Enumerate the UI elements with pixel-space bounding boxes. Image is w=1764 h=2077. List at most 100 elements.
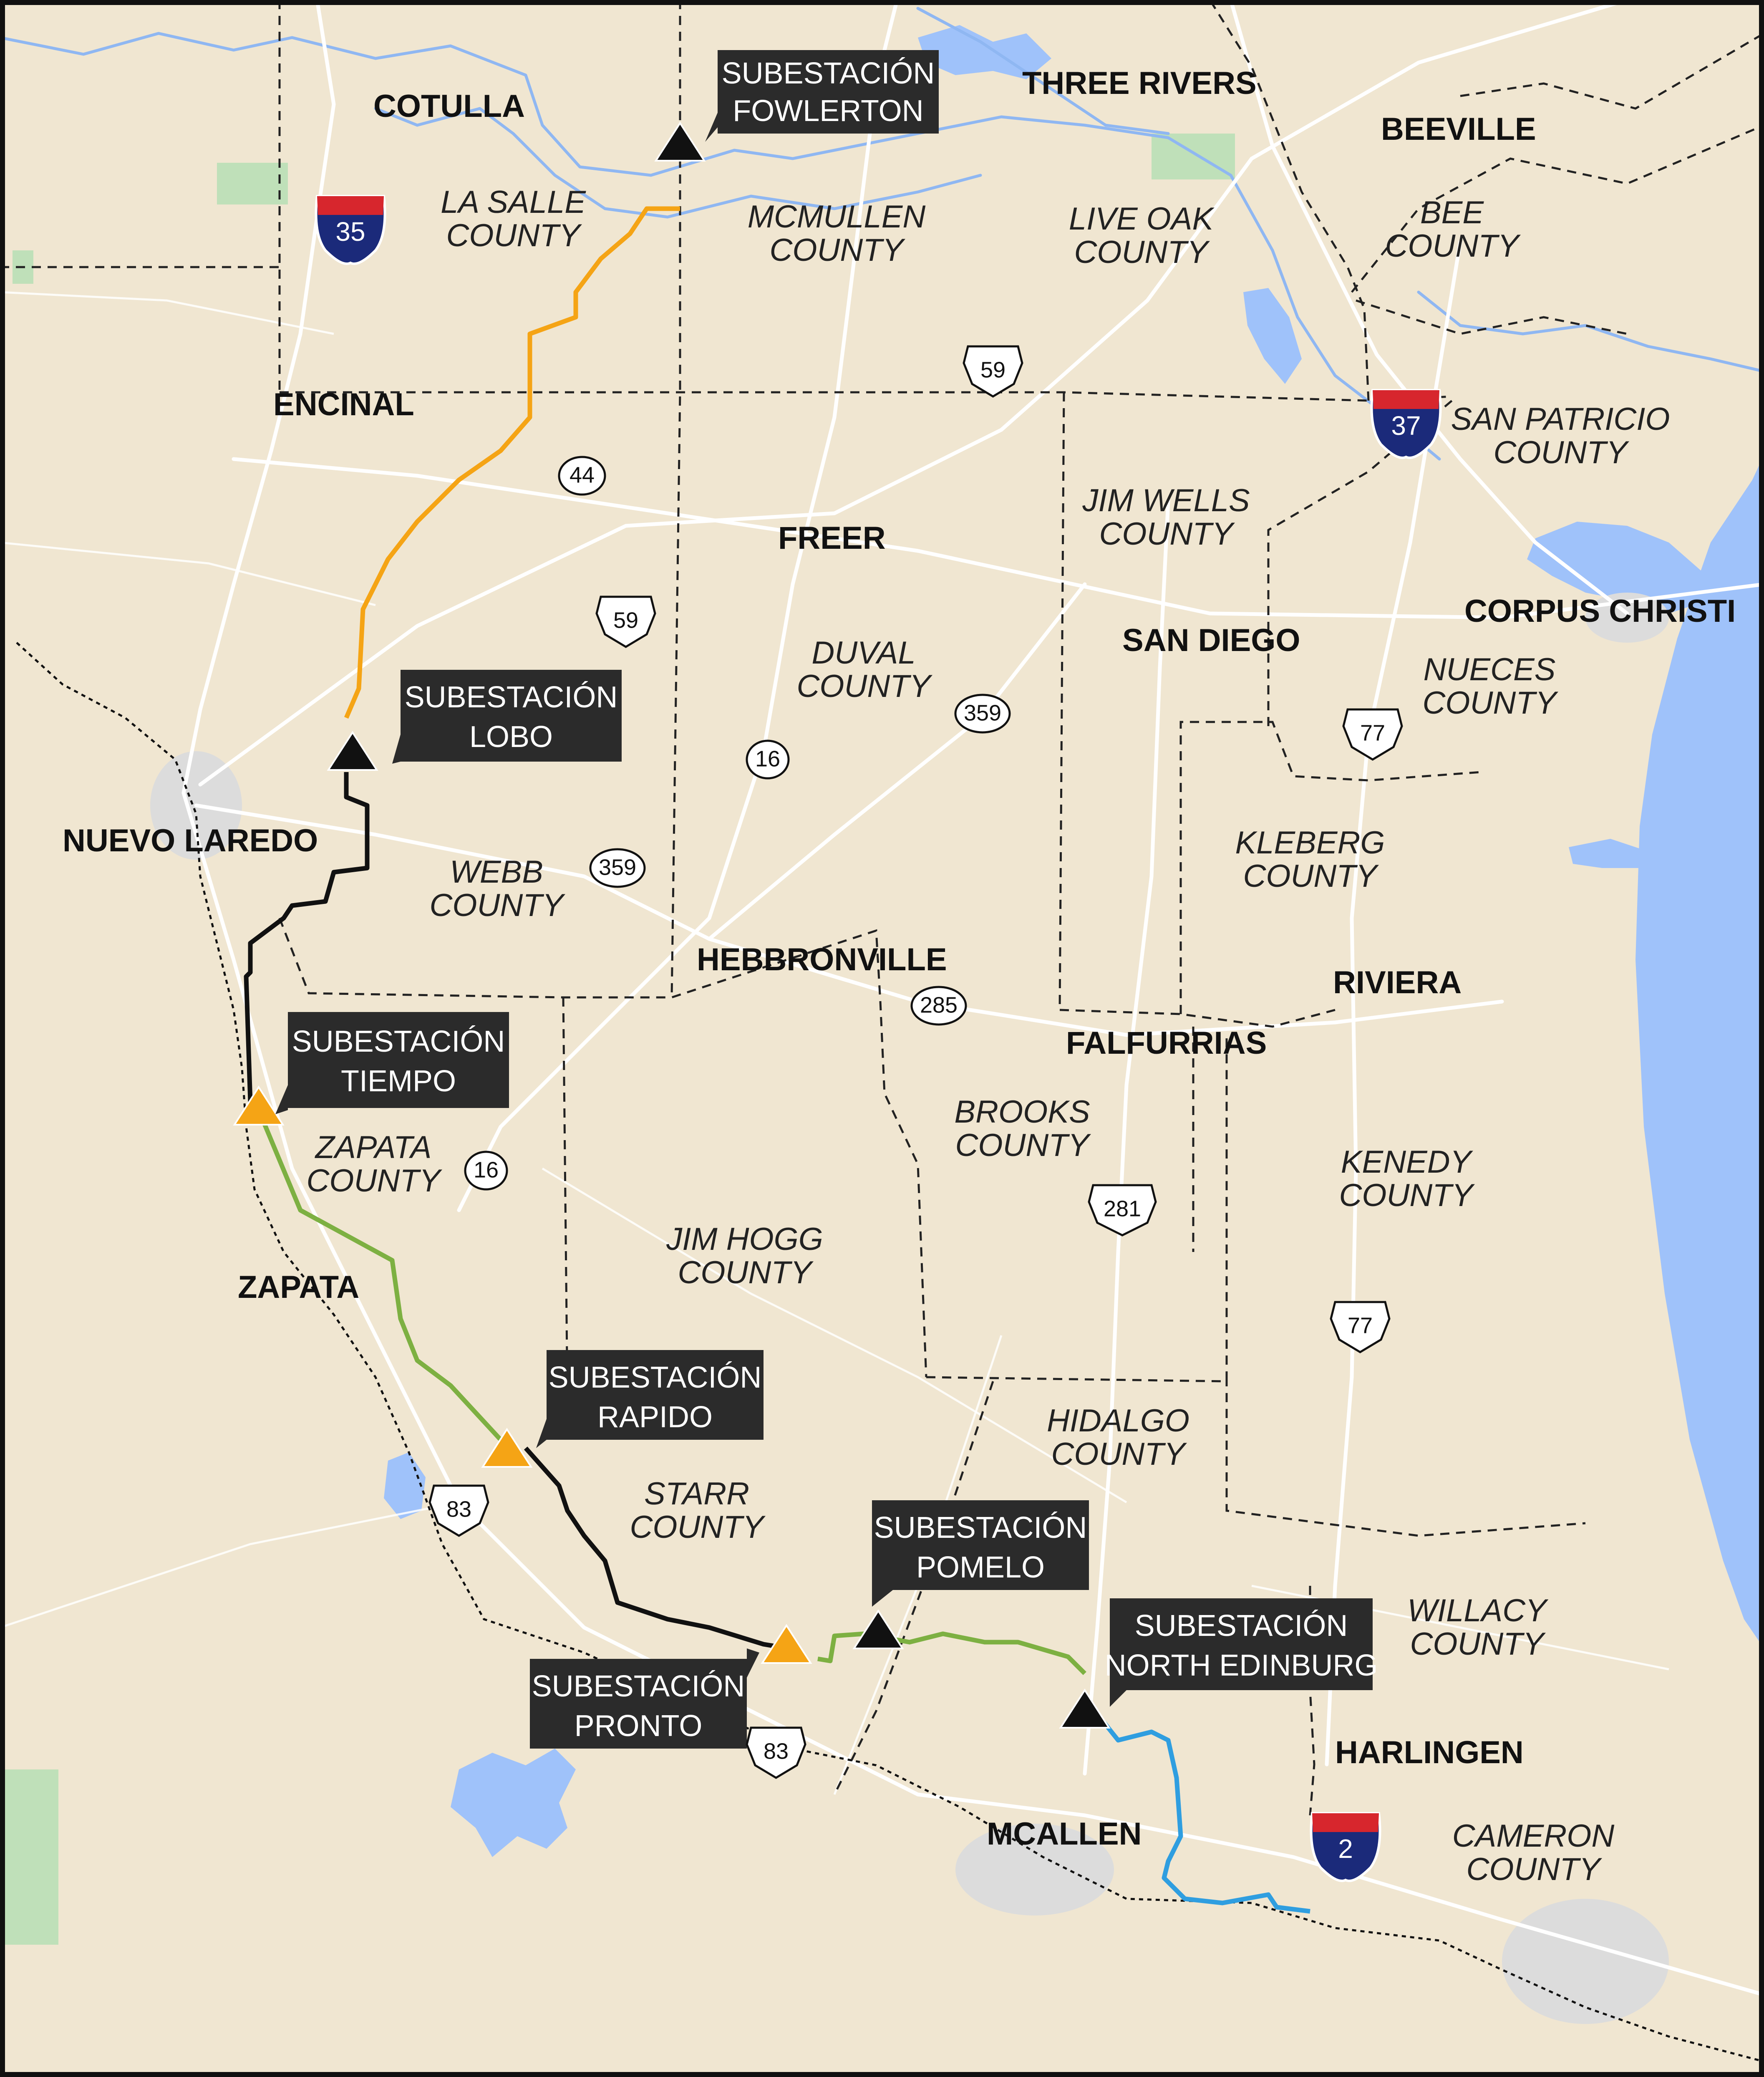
substation-label-fowlerton: SUBESTACIÓN FOWLERTON (705, 50, 939, 142)
interstate-number: 2 (1338, 1834, 1353, 1864)
route-north-edinburg-south (1099, 1718, 1310, 1914)
svg-text:STARR: STARR (644, 1476, 749, 1512)
svg-text:LA SALLE: LA SALLE (441, 184, 586, 220)
county-label-jim-wells: JIM WELLS COUNTY (1082, 483, 1250, 552)
state-route-number: 16 (474, 1157, 499, 1182)
county-label-brooks: BROOKS COUNTY (954, 1094, 1091, 1163)
svg-text:COUNTY: COUNTY (1467, 1852, 1603, 1887)
svg-text:CAMERON: CAMERON (1452, 1818, 1615, 1854)
svg-text:WEBB: WEBB (450, 854, 543, 890)
us-281-road (1083, 499, 1170, 1776)
city-label-mcallen: MCALLEN (987, 1816, 1142, 1852)
county-label-hidalgo: HIDALGO COUNTY (1047, 1403, 1189, 1472)
us-route-83-shield: 83 (428, 1484, 489, 1537)
county-label-mcmullen: MCMULLEN COUNTY (748, 199, 926, 268)
county-label-jim-hogg: JIM HOGG COUNTY (666, 1221, 823, 1290)
park-area (217, 163, 288, 204)
nueces-river (0, 32, 1441, 461)
county-label-kenedy: KENEDY COUNTY (1339, 1144, 1475, 1213)
substation-label-pomelo: SUBESTACIÓN POMELO (872, 1500, 1089, 1607)
us-77-road (1325, 240, 1462, 1767)
us-route-number: 83 (446, 1497, 471, 1522)
us-route-number: 59 (980, 357, 1005, 382)
local-road (0, 541, 376, 606)
city-label-san-diego: SAN DIEGO (1122, 623, 1300, 658)
svg-text:COUNTY: COUNTY (1410, 1626, 1546, 1662)
substation-label-line2: PRONTO (575, 1709, 703, 1743)
svg-text:COUNTY: COUNTY (770, 232, 906, 268)
svg-text:KENEDY: KENEDY (1341, 1144, 1474, 1180)
substation-label-line1: SUBESTACIÓN (292, 1025, 505, 1058)
state-highway-285-road (707, 937, 1504, 1037)
interstate-2-shield: 2 (1310, 1812, 1381, 1882)
substation-label-tiempo: SUBESTACIÓN TIEMPO (275, 1012, 509, 1114)
svg-text:BROOKS: BROOKS (954, 1094, 1090, 1130)
substation-label-line1: SUBESTACIÓN (1135, 1609, 1348, 1643)
city-label-cotulla: COTULLA (373, 88, 525, 124)
state-route-number: 16 (755, 746, 780, 771)
svg-text:JIM HOGG: JIM HOGG (666, 1221, 823, 1257)
svg-text:COUNTY: COUNTY (1074, 235, 1210, 270)
international-border (16, 642, 1764, 2063)
us-route-number: 77 (1360, 720, 1385, 745)
local-road (542, 1167, 1127, 1504)
svg-text:DUVAL: DUVAL (811, 635, 915, 671)
svg-text:COUNTY: COUNTY (678, 1255, 814, 1290)
county-label-zapata: ZAPATA COUNTY (307, 1130, 443, 1199)
us-route-number: 83 (764, 1739, 789, 1764)
state-route-359-shield: 359 (589, 848, 646, 888)
substation-label-line1: SUBESTACIÓN (722, 57, 935, 90)
state-route-number: 359 (964, 700, 1001, 725)
route-pronto-north-edinburg (817, 1631, 1086, 1675)
substation-label-line2: TIEMPO (341, 1065, 456, 1098)
park-area (0, 1769, 58, 1945)
substation-label-lobo: SUBESTACIÓN LOBO (392, 670, 622, 764)
svg-text:COUNTY: COUNTY (1494, 435, 1630, 470)
county-label-willacy: WILLACY COUNTY (1407, 1593, 1549, 1662)
substation-marker-tiempo (233, 1085, 285, 1126)
svg-text:COUNTY: COUNTY (797, 669, 933, 704)
county-label-live-oak: LIVE OAK COUNTY (1069, 201, 1215, 270)
us-route-77-shield: 77 (1342, 708, 1403, 761)
substation-label-line1: SUBESTACIÓN (532, 1670, 745, 1703)
svg-text:MCMULLEN: MCMULLEN (748, 199, 926, 235)
local-road (0, 291, 334, 335)
svg-text:COUNTY: COUNTY (446, 218, 582, 253)
us-route-59-shield: 59 (963, 345, 1023, 398)
svg-text:BEE: BEE (1420, 195, 1484, 230)
us-route-77-shield: 77 (1330, 1301, 1391, 1353)
state-route-285-shield: 285 (910, 986, 967, 1026)
park-area (1152, 134, 1235, 179)
county-label-san-patricio: SAN PATRICIO COUNTY (1451, 401, 1670, 470)
svg-text:COUNTY: COUNTY (1339, 1178, 1475, 1213)
county-label-bee: BEE COUNTY (1385, 195, 1521, 264)
svg-text:JIM WELLS: JIM WELLS (1082, 483, 1250, 518)
city-label-nuevo-laredo: NUEVO LAREDO (63, 823, 318, 858)
state-route-44-shield: 44 (558, 456, 606, 496)
interstate-35-shield: 35 (315, 195, 386, 265)
county-label-webb: WEBB COUNTY (430, 854, 566, 923)
svg-text:COUNTY: COUNTY (1385, 228, 1521, 264)
lake-corpus-christi (1243, 288, 1302, 384)
gulf-of-mexico (1635, 455, 1764, 1648)
us-route-number: 77 (1348, 1313, 1373, 1338)
substation-label-line2: NORTH EDINBURG (1105, 1649, 1378, 1682)
state-route-16-shield: 16 (746, 739, 790, 780)
county-label-starr: STARR COUNTY (630, 1476, 766, 1545)
city-label-harlingen: HARLINGEN (1335, 1735, 1524, 1770)
state-highway-44-road (232, 457, 1764, 620)
county-label-nueces: NUECES COUNTY (1423, 652, 1559, 721)
substation-marker-pomelo (852, 1609, 904, 1649)
falcon-lake (451, 1749, 576, 1857)
us-59-road (198, 0, 1629, 787)
city-label-hebbronville: HEBBRONVILLE (697, 942, 947, 977)
urban-area-mcallen (955, 1824, 1114, 1915)
local-road (0, 1501, 459, 1629)
substation-marker-pronto (761, 1624, 812, 1664)
substation-label-line1: SUBESTACIÓN (405, 681, 618, 714)
state-route-16-shield: 16 (464, 1151, 508, 1191)
substation-label-rapido: SUBESTACIÓN RAPIDO (536, 1350, 764, 1448)
county-label-duval: DUVAL COUNTY (797, 635, 933, 704)
